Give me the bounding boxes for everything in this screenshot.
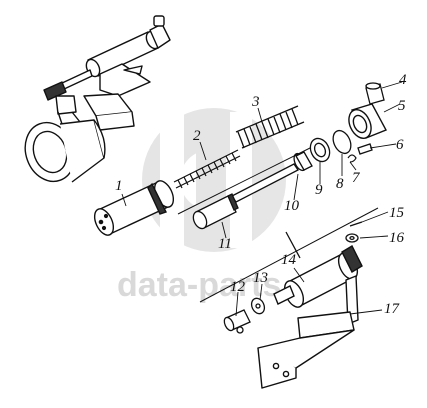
part-11-piston [192, 193, 239, 230]
part-3-spring [235, 105, 305, 149]
part-4-fitting [365, 82, 385, 105]
watermark-text: data-parts [117, 266, 281, 304]
part-6-pin [357, 143, 373, 155]
part-9-ring [309, 137, 331, 163]
part-5-cover [348, 103, 387, 139]
callout-8: 8 [336, 176, 344, 192]
part-1-cylinder [93, 180, 175, 236]
callout-9: 9 [315, 182, 323, 198]
part-17-bracket [257, 275, 359, 389]
part-12-fitting [223, 309, 251, 334]
callout-5: 5 [398, 98, 406, 114]
callout-2: 2 [193, 128, 201, 144]
part-8-o-ring [332, 129, 352, 155]
callout-12: 12 [230, 279, 246, 295]
assembled-unit [24, 15, 171, 183]
callout-4: 4 [399, 72, 407, 88]
axis-line-lower [199, 207, 379, 303]
callout-1: 1 [115, 178, 123, 194]
callout-13: 13 [253, 270, 268, 286]
callout-10: 10 [284, 198, 300, 214]
part-7-clip [347, 154, 357, 163]
callout-14: 14 [281, 252, 297, 268]
callout-17: 17 [384, 301, 401, 317]
callout-7: 7 [352, 170, 361, 186]
callout-11: 11 [218, 236, 232, 252]
part-16-washer [345, 233, 359, 243]
axis-line-upper [177, 143, 319, 215]
callout-16: 16 [389, 230, 405, 246]
callout-6: 6 [396, 137, 404, 153]
leader-lines [121, 81, 403, 317]
part-15-pin [349, 221, 363, 227]
callouts: 1 2 3 4 5 6 7 8 9 10 11 12 13 14 15 16 1… [115, 72, 407, 317]
callout-3: 3 [251, 94, 260, 110]
part-2-spring [173, 149, 241, 189]
part-13-nut [250, 297, 266, 315]
part-14-pin [285, 231, 301, 259]
callout-15: 15 [389, 205, 405, 221]
